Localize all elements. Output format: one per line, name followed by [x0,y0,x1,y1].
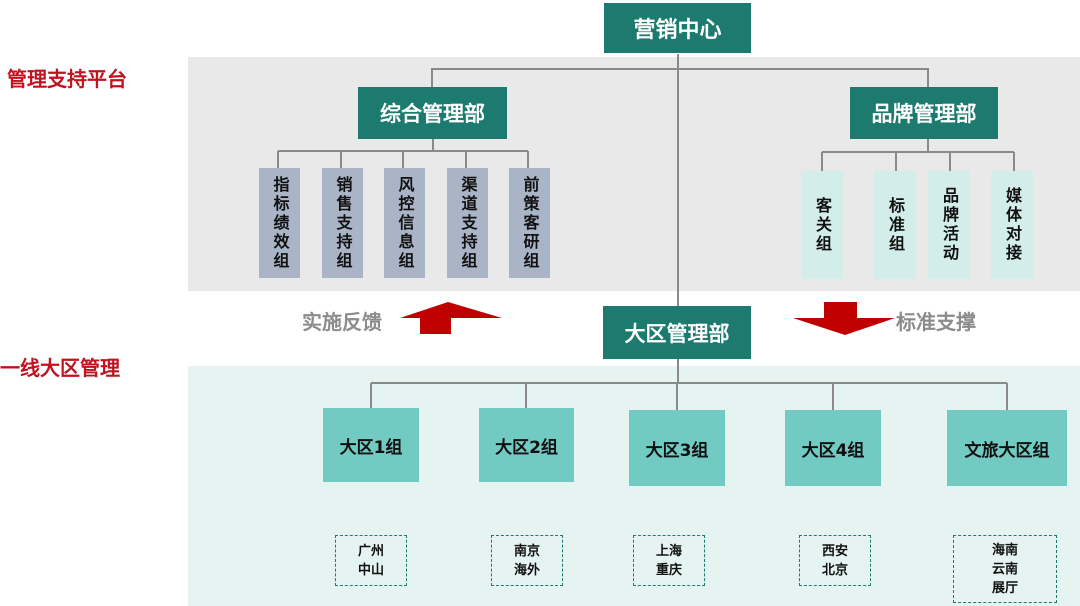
feedback-up-arrow [400,302,502,334]
city-leaf: 西安 北京 [799,535,871,586]
regional-management-node: 大区管理部 [603,306,751,359]
group-node: 风控信息组 [384,168,425,278]
region-group-node: 大区2组 [479,408,574,482]
dept-node-brand-management: 品牌管理部 [850,87,998,139]
root-node-marketing-center: 营销中心 [604,3,751,53]
group-node: 前策客研组 [509,168,550,278]
group-node: 销售支持组 [322,168,363,278]
city-leaf: 广州 中山 [335,535,407,586]
group-node: 品牌活动 [928,171,970,279]
city-leaf: 上海 重庆 [633,535,705,586]
region-group-node: 大区3组 [629,410,725,486]
city-leaf: 南京 海外 [491,535,563,586]
region-group-node: 大区4组 [785,410,881,486]
section-label-frontline: 一线大区管理 [0,356,120,380]
support-down-arrow [793,302,895,335]
support-label: 标准支撑 [896,310,976,334]
section-label-management: 管理支持平台 [7,67,127,91]
group-node: 渠道支持组 [447,168,488,278]
group-node: 媒体对接 [991,171,1033,279]
group-node: 标准组 [874,171,916,279]
frontline-region-band [188,366,1080,606]
region-group-node: 文旅大区组 [947,410,1067,486]
region-group-node: 大区1组 [323,408,419,482]
city-leaf: 海南 云南 展厅 [953,535,1057,603]
dept-node-general-management: 综合管理部 [358,87,507,139]
feedback-label: 实施反馈 [302,310,382,334]
group-node: 指标绩效组 [259,168,300,278]
group-node: 客关组 [801,171,843,279]
